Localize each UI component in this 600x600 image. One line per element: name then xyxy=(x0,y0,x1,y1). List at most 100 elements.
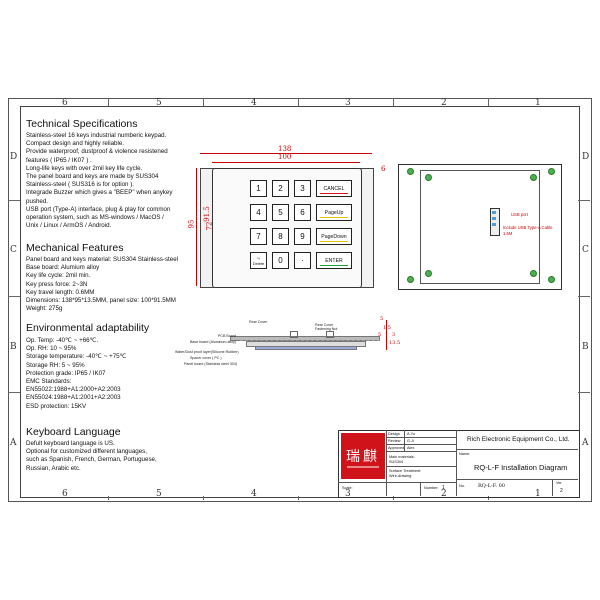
fastening-nut-icon xyxy=(290,331,298,338)
dim-line-100 xyxy=(212,162,360,163)
tb-design-value: A.Yu xyxy=(407,432,416,436)
tb-review-value: G.Ji xyxy=(407,439,414,443)
tb-number-value: 1 xyxy=(442,485,445,491)
spec-line: Key life cycle: 2mil min. xyxy=(26,272,91,280)
tb-company: Rich Electronic Equipment Co., Ltd. xyxy=(467,436,570,443)
side-label: Panel board (Stainless steel 304) xyxy=(184,362,237,366)
key-6[interactable]: 6 xyxy=(294,204,311,221)
svg-text:瑞: 瑞 xyxy=(346,449,360,465)
side-label: Fastening Nut xyxy=(315,327,338,331)
mount-hole-icon xyxy=(548,276,555,283)
mount-hole-icon xyxy=(530,270,537,277)
key-7[interactable]: 7 xyxy=(250,228,267,245)
spec-line: USB port (Type-A) interface, plug & play… xyxy=(26,205,171,213)
spec-line: Stainless-steel 16 keys industrial numbe… xyxy=(26,132,167,139)
spec-line: ESD protection: 15KV xyxy=(26,402,87,410)
key-9[interactable]: 9 xyxy=(294,228,311,245)
mount-hole-icon xyxy=(407,168,414,175)
spec-line: Stainless-steel ( SUS316 is for option )… xyxy=(26,181,134,189)
key-4[interactable]: 4 xyxy=(250,204,267,221)
inner-frame xyxy=(20,106,580,498)
usb-cable-label: Include USB Type-A Cable xyxy=(503,225,553,230)
dim-line-95 xyxy=(196,168,197,286)
side-pcb xyxy=(255,346,357,350)
side-dim: 5 xyxy=(378,332,382,338)
spec-line: Storage RH: 5 ~ 95% xyxy=(26,361,85,369)
col-label: 6 xyxy=(62,98,68,108)
spec-line: Long-life keys with over 2mil key life c… xyxy=(26,164,143,172)
key-0[interactable]: 0 xyxy=(272,252,289,269)
side-dim: 5 xyxy=(380,316,384,322)
key-2[interactable]: 2 xyxy=(272,180,289,197)
spec-line: operation system, such as MS-windows / M… xyxy=(26,214,164,222)
keypad-back-view xyxy=(398,164,562,290)
technical-lines: Stainless-steel 16 keys industrial numbe… xyxy=(26,132,172,230)
key-1[interactable]: 1 xyxy=(250,180,267,197)
col-label: 5 xyxy=(156,98,162,108)
cancel-key[interactable]: CANCEL xyxy=(316,180,352,197)
spec-line: such as Spanish, French, German, Portugu… xyxy=(26,456,157,464)
tb-drawing-name: RQ-L-F Installation Diagram xyxy=(474,463,568,472)
col-label: 1 xyxy=(535,489,541,499)
spec-line: EN55024:1988+A1:2001+A2:2003 xyxy=(26,394,121,402)
usb-port-icon xyxy=(490,208,500,236)
right-mounting-ear xyxy=(360,168,374,288)
enter-key[interactable]: ENTER xyxy=(316,252,352,269)
spec-line: features ( IP65 / IK07 ) . xyxy=(26,156,92,164)
col-label: 1 xyxy=(535,98,541,108)
row-label: B xyxy=(10,342,17,352)
mount-hole-icon xyxy=(425,174,432,181)
tb-drawing-no: RQ-L-F. 00 xyxy=(478,483,505,489)
side-label: Rear Cover xyxy=(249,320,268,324)
key-dot[interactable]: · xyxy=(294,252,311,269)
dim-100: 100 xyxy=(278,153,292,161)
tb-number-label: Number: xyxy=(424,486,439,490)
tb-material-value: SUS304 xyxy=(389,460,404,464)
environment-lines: Op. Temp: -40℃ ~ +66℃. Op. RH: 10 ~ 95% … xyxy=(26,337,127,411)
spec-line: pushed. xyxy=(26,197,49,205)
outer-frame xyxy=(8,98,592,502)
spec-line: Optional for customized different langua… xyxy=(26,448,147,456)
spec-line: Storage temperature: -40℃ ~ +75℃ xyxy=(26,353,127,361)
side-label: Water/Dust proof layer(Silicone Rubber) xyxy=(175,350,239,354)
tb-design-label: Design xyxy=(388,432,400,436)
spec-line: Integrade Buzzer which gives a "BEEP" wh… xyxy=(26,189,173,197)
row-label: A xyxy=(582,438,589,448)
technical-title: Technical Specifications xyxy=(26,118,138,130)
col-label: 3 xyxy=(345,98,351,108)
spec-line: Panel board and keys material: SUS304 St… xyxy=(26,256,179,263)
pageup-key[interactable]: PageUp xyxy=(316,204,352,221)
tb-approved-label: Approved xyxy=(388,446,405,450)
language-lines: Defult keyboard language is US. Optional… xyxy=(26,440,157,473)
tb-name-label: Name: xyxy=(459,452,471,456)
tb-surface-value: Wire-drawing xyxy=(389,474,412,478)
tb-material-label: Main materials: xyxy=(389,455,415,459)
pagedown-key[interactable]: PageDown xyxy=(316,228,352,245)
delete-label: Delete xyxy=(252,260,265,266)
tb-scale-label: Scale: xyxy=(342,486,353,490)
spec-line: Base board: Alumium alloy xyxy=(26,264,100,272)
key-delete[interactable]: */ Delete xyxy=(250,252,267,269)
side-dim: 1.5 xyxy=(383,325,391,331)
side-dim: 13.5 xyxy=(389,340,401,346)
row-label: C xyxy=(582,245,589,255)
col-label: 3 xyxy=(345,489,351,499)
mechanical-title: Mechanical Features xyxy=(26,242,124,254)
row-label: B xyxy=(582,342,589,352)
spec-line: EN55022:1988+A1:2000+A2:2003 xyxy=(26,386,121,394)
mount-hole-icon xyxy=(407,276,414,283)
dim-line-138 xyxy=(200,153,372,154)
col-label: 4 xyxy=(251,489,257,499)
tb-surface-label: Surface Treatment: xyxy=(389,469,422,473)
col-label: 6 xyxy=(62,489,68,499)
key-8[interactable]: 8 xyxy=(272,228,289,245)
spec-line: Compact design and highly reliable. xyxy=(26,140,125,148)
spec-line: Protection grade: IP65 / IK07 xyxy=(26,369,106,377)
key-3[interactable]: 3 xyxy=(294,180,311,197)
side-label: Base board (Aluminum alloy) xyxy=(190,340,237,344)
language-title: Keyboard Language xyxy=(26,426,121,438)
key-5[interactable]: 5 xyxy=(272,204,289,221)
spec-line: Provide waterproof, dustproof & violence… xyxy=(26,148,168,156)
spec-line: Op. Temp: -40℃ ~ +66℃. xyxy=(26,337,99,344)
